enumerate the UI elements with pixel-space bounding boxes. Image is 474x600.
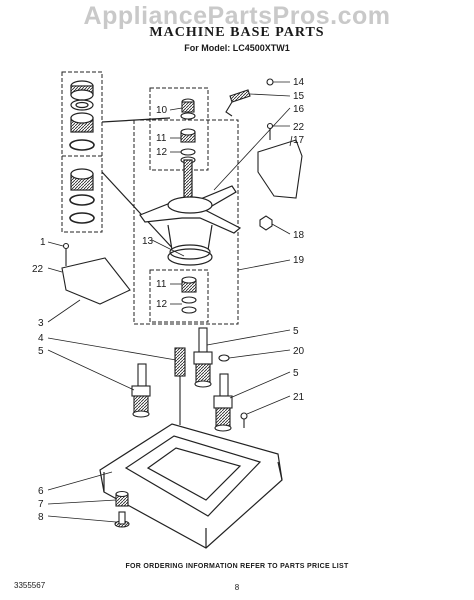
callout-16: 16 (293, 104, 305, 115)
callout-3: 3 (38, 318, 44, 329)
nut-18 (259, 215, 273, 231)
inset-washer-1 (69, 139, 95, 151)
foot-8 (114, 511, 130, 528)
inset-bearing-2 (70, 168, 94, 191)
callout-1: 1 (40, 237, 46, 248)
spring-4 (174, 347, 186, 425)
callout-5-upper-right: 5 (293, 326, 299, 337)
callout-14: 14 (293, 77, 305, 88)
leader-lines (47, 81, 293, 523)
callout-13: 13 (142, 236, 154, 247)
callout-22-right: 22 (293, 122, 305, 133)
callout-15: 15 (293, 91, 305, 102)
diagram-title: MACHINE BASE PARTS (149, 25, 325, 40)
washer-20 (218, 354, 230, 362)
callout-7: 7 (38, 499, 44, 510)
ordering-info-note: FOR ORDERING INFORMATION REFER TO PARTS … (125, 563, 349, 570)
lower-bearing-stack (181, 276, 197, 314)
inset-bearing-1 (70, 112, 94, 133)
callout-10: 10 (156, 105, 168, 116)
callout-6: 6 (38, 486, 44, 497)
watermark: AppliancePartsPros.com (83, 2, 391, 30)
upper-bearing-stack (180, 98, 196, 164)
callout-8: 8 (38, 512, 44, 523)
inset-washer-2 (69, 194, 95, 206)
callout-21: 21 (293, 392, 305, 403)
leg-assembly-center (193, 327, 213, 388)
callout-12-upper: 12 (156, 147, 168, 158)
callout-18: 18 (293, 230, 305, 241)
inset-washer-3 (69, 212, 95, 224)
foot-7 (115, 490, 129, 507)
page-number: 8 (234, 583, 240, 592)
callout-labels: 1 22 3 4 5 6 7 8 10 11 12 13 11 12 14 15… (32, 77, 305, 523)
callout-5-lower-right: 5 (293, 368, 299, 379)
model-subtitle: For Model: LC4500XTW1 (184, 43, 290, 53)
leg-assembly-right (213, 373, 233, 432)
screw-21 (240, 412, 248, 428)
bracket-17 (257, 122, 303, 199)
callout-4: 4 (38, 333, 44, 344)
callout-17: 17 (293, 135, 305, 146)
callout-11-upper: 11 (156, 133, 167, 144)
callout-20: 20 (293, 346, 305, 357)
inset-seal-1 (70, 80, 94, 101)
inset-seal-2 (70, 99, 94, 111)
pump-clip-parts (225, 78, 274, 117)
callout-19: 19 (293, 255, 305, 266)
transmission-spider (139, 159, 242, 266)
bracket-3 (61, 242, 131, 305)
callout-12-lower: 12 (156, 299, 168, 310)
callout-5-left: 5 (38, 346, 44, 357)
machine-base-frame (99, 423, 283, 549)
transmission-assembly-box (133, 87, 239, 325)
callout-11-lower: 11 (156, 279, 167, 290)
seal-inset-box (61, 71, 103, 233)
callout-22-left: 22 (32, 264, 44, 275)
leg-assembly-left (131, 363, 151, 418)
document-part-number: 3355567 (14, 581, 46, 590)
